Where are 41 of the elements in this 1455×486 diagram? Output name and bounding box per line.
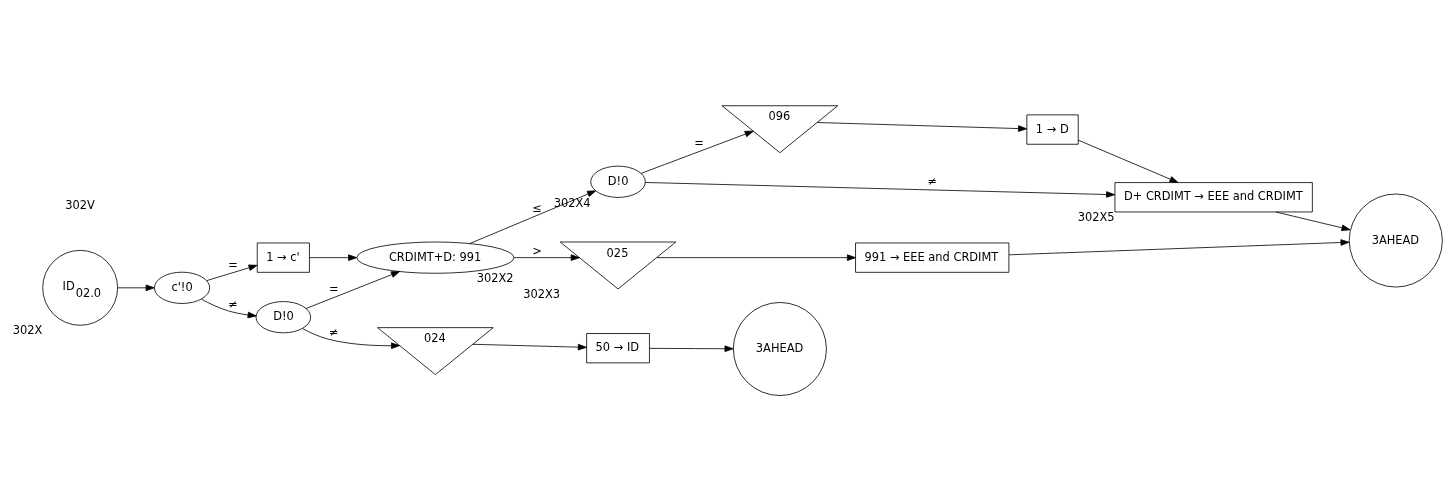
arrow [201,298,257,319]
arrow [640,130,754,174]
node-ellipse: D!0 [255,301,312,334]
arrow [302,328,401,349]
arrow [309,254,358,261]
edge-label: = [328,281,339,296]
node-ellipse: c'!0 [154,271,211,304]
arrow [117,284,155,292]
node-ellipse: CRDIMT+D: 991 [356,241,515,274]
arrow [206,264,258,281]
arrow [656,254,856,261]
arrow [469,190,597,244]
arrow [305,271,400,309]
edge-label: = [694,135,704,150]
arrow [513,254,580,261]
arrow [472,343,587,351]
edge-label: ≠ [228,296,238,311]
edge-label: ≤ [532,201,542,216]
node-label: 302X [12,323,43,338]
node-label: 302X5 [1077,210,1115,225]
arrow [644,182,1116,198]
node-circle: 3AHEAD [1348,193,1443,288]
node-box: 991 → EEE and CRDIMT [855,242,1010,273]
arrow [1077,139,1179,183]
arrow [1008,239,1350,256]
node-box: D+ CRDIMT → EEE and CRDIMT [1114,182,1313,213]
node-box: 1 → D [1026,114,1079,145]
arrow [1275,211,1351,232]
node-label: 302X2 [476,271,514,286]
edge-label: > [532,243,542,258]
arrow [649,345,734,352]
node-circle: 3AHEAD [732,302,827,396]
node-ellipse: D!0 [590,165,646,198]
edge-label: ≠ [927,174,937,189]
node-label: 302X3 [523,286,561,301]
node-box: 50 → ID [586,333,650,364]
node-box: 1 → c' [256,242,310,273]
label: 302V [65,198,95,213]
arrow [816,122,1028,132]
edge-label: ≠ [328,325,339,340]
edge-label: = [228,258,238,273]
